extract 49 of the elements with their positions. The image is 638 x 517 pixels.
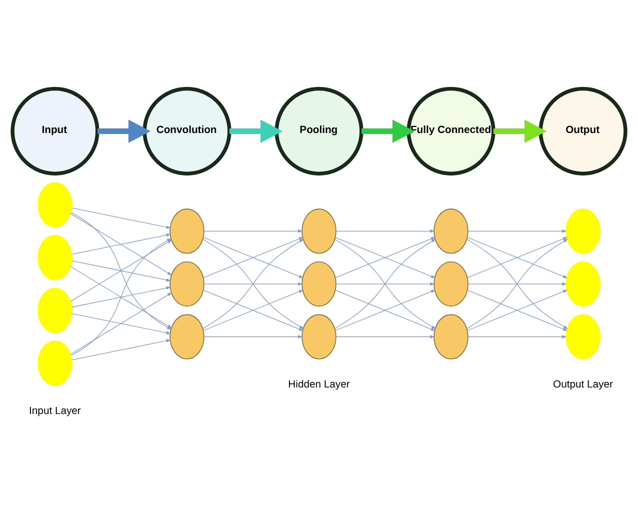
- arrow: [468, 282, 567, 286]
- node-circle: [38, 182, 72, 228]
- arrow: [493, 120, 547, 143]
- node-circle: [566, 314, 600, 360]
- arrow: [467, 290, 568, 331]
- label: Input Layer: [29, 406, 81, 417]
- arrow: [336, 230, 435, 233]
- node-circle: [434, 261, 468, 307]
- arrow: [335, 290, 436, 331]
- node-circle: [170, 208, 204, 254]
- label: Output Layer: [553, 379, 613, 390]
- arrow: [467, 237, 568, 278]
- arrow: [70, 266, 172, 328]
- arrow: [336, 335, 435, 338]
- arrow: [97, 120, 151, 143]
- node-circle: [302, 261, 336, 307]
- arrow: [72, 339, 171, 360]
- arrow: [468, 335, 567, 338]
- arrow: [361, 120, 415, 143]
- arrow: [229, 120, 283, 143]
- arrow: [203, 290, 304, 331]
- node-circle: [566, 208, 600, 254]
- node-circle: [170, 261, 204, 307]
- node-circle: Convolution: [142, 86, 232, 176]
- node-circle: Input: [10, 86, 100, 176]
- node-circle: Pooling: [274, 86, 364, 176]
- label: Hidden Layer: [288, 379, 350, 390]
- arrow: [204, 335, 303, 338]
- arrow: [204, 230, 303, 233]
- node-circle: Fully Connected: [406, 86, 496, 176]
- node-circle: [38, 288, 72, 333]
- arrow: [336, 282, 435, 286]
- arrow: [72, 260, 171, 282]
- node-circle: [434, 314, 468, 360]
- node-circle: [566, 261, 600, 307]
- node-circle: [38, 234, 72, 280]
- arrow: [72, 286, 171, 308]
- node-circle: Output: [538, 86, 628, 176]
- arrow: [72, 208, 171, 229]
- arrow: [335, 237, 436, 278]
- arrow: [468, 230, 567, 233]
- node-circle: [434, 208, 468, 254]
- node-circle: [302, 314, 336, 360]
- arrow: [203, 237, 304, 278]
- arrow: [204, 282, 303, 286]
- node-circle: [38, 340, 72, 386]
- node-circle: [302, 208, 336, 254]
- arrow: [72, 234, 171, 255]
- node-circle: [170, 314, 204, 360]
